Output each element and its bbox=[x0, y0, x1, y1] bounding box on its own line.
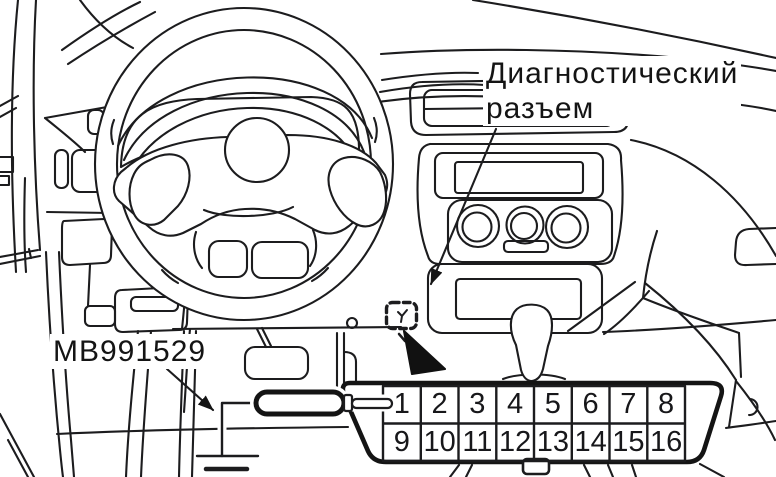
spoke-cutout-right bbox=[327, 155, 388, 228]
horn-hub bbox=[223, 116, 291, 184]
pin-cell: 9 bbox=[393, 425, 410, 458]
steering-wheel bbox=[93, 6, 395, 322]
hood-release-lever bbox=[0, 247, 42, 266]
hvac-panel bbox=[446, 198, 614, 264]
probe-collar bbox=[342, 393, 354, 413]
pin-cell: 10 bbox=[423, 425, 456, 458]
hvac-knob-center bbox=[505, 205, 545, 245]
diagnostic-connector-label: Диагностический разъем bbox=[483, 56, 742, 126]
pin-cell: 12 bbox=[498, 425, 532, 458]
tool-number-label: MB991529 bbox=[50, 334, 210, 369]
pin-cell: 1 bbox=[393, 388, 410, 421]
spoke-cutout-bottom-left bbox=[207, 239, 249, 279]
pin-cell: 13 bbox=[536, 425, 569, 458]
probe-body bbox=[253, 389, 347, 417]
tool-arrow bbox=[165, 367, 215, 412]
pin-cell: 15 bbox=[612, 425, 645, 458]
label-arrow bbox=[429, 127, 498, 286]
glovebox bbox=[733, 226, 776, 267]
pin-grid-lines bbox=[381, 384, 687, 463]
right-dash bbox=[448, 98, 776, 477]
pin-cell: 3 bbox=[469, 388, 486, 421]
spoke-cutout-left bbox=[128, 153, 191, 226]
pin-cell: 11 bbox=[462, 425, 493, 458]
connector-tab bbox=[521, 457, 551, 476]
pin-cell: 14 bbox=[574, 425, 607, 458]
obd-connector-pinout bbox=[340, 380, 725, 476]
pin-cell: 2 bbox=[431, 388, 448, 421]
audio-unit bbox=[433, 151, 605, 200]
probe-tip bbox=[350, 397, 394, 410]
instrument-cluster-visor bbox=[119, 95, 361, 169]
pin-cell: 6 bbox=[582, 388, 599, 421]
ground-symbol bbox=[195, 398, 261, 472]
pin-number-grid: 1 2 3 4 5 6 7 8 9 10 11 12 13 14 15 16 bbox=[383, 386, 685, 461]
pin-cell: 16 bbox=[649, 425, 683, 458]
magnify-pointer-triangle bbox=[402, 329, 447, 376]
screw-hole bbox=[345, 316, 359, 330]
spoke-cutout-bottom-right bbox=[250, 240, 310, 280]
hvac-knob-left bbox=[455, 203, 501, 249]
pin-cell: 5 bbox=[544, 388, 561, 421]
pin-cell: 7 bbox=[620, 388, 637, 421]
dashed-location-marker bbox=[384, 300, 419, 343]
pin-cell: 8 bbox=[658, 388, 675, 421]
pin-cell: 4 bbox=[507, 388, 524, 421]
a-pillar bbox=[0, 0, 42, 274]
callout-arrows bbox=[165, 127, 498, 412]
test-probe bbox=[250, 386, 404, 420]
gear-shifter bbox=[501, 303, 567, 383]
hvac-knob-right bbox=[544, 204, 590, 250]
